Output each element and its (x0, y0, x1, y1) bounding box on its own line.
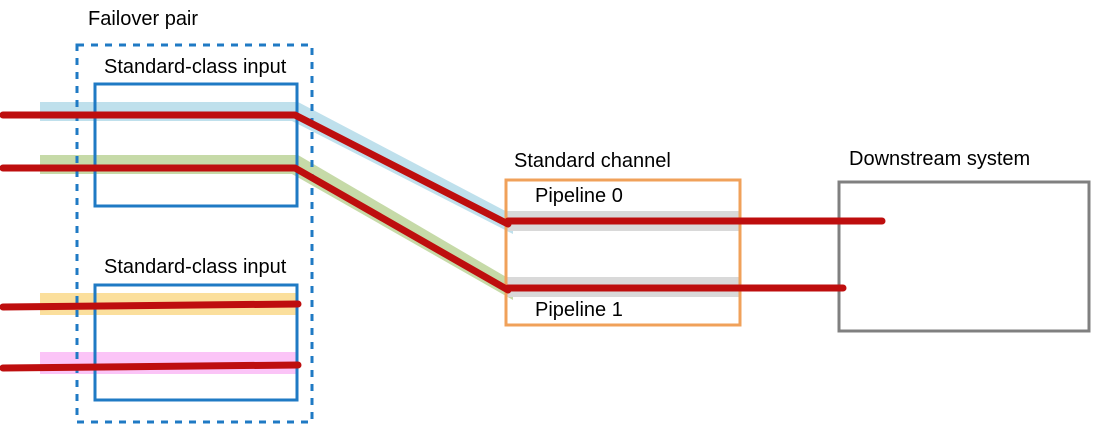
downstream-system-label: Downstream system (849, 148, 1031, 170)
pipeline-1-label: Pipeline 1 (535, 299, 623, 321)
standard-class-input-top-label: Standard-class input (104, 56, 287, 78)
red-line-flow-green (0, 164, 512, 294)
failover-pair-label: Failover pair (88, 8, 199, 30)
red-line-flow-yellow (0, 300, 302, 311)
red-line-flow-pink (0, 361, 302, 372)
failover-pair-group-box (75, 43, 314, 424)
standard-channel-box (504, 178, 742, 327)
red-line-flow-blue (0, 111, 512, 228)
pipeline-0-label: Pipeline 0 (535, 185, 623, 207)
flow-green-band (40, 155, 513, 300)
standard-class-input-top-box (93, 82, 299, 208)
downstream-system-box (837, 180, 1091, 333)
standard-class-input-bottom-label: Standard-class input (104, 256, 287, 278)
standard-class-input-bottom-box (93, 283, 299, 402)
standard-channel-label: Standard channel (514, 150, 671, 172)
